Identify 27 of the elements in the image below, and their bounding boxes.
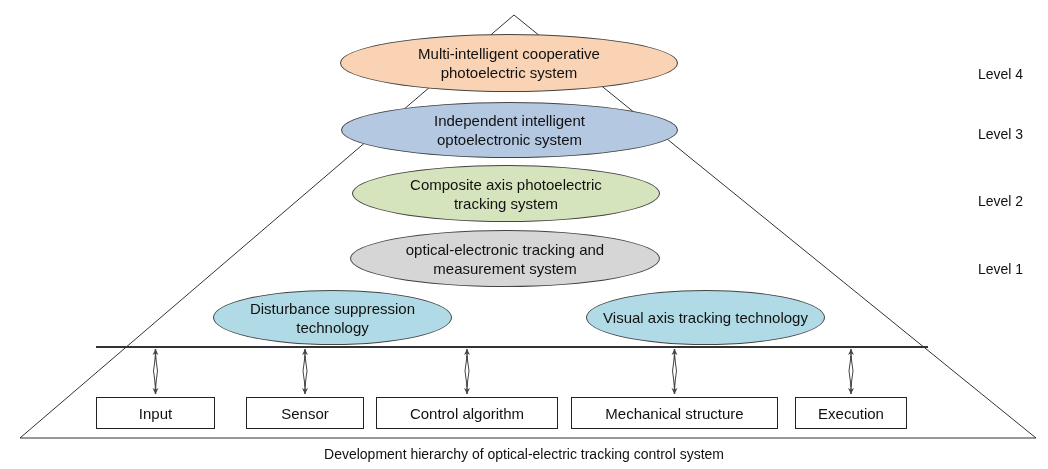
double-arrow <box>848 348 854 395</box>
node-label: Control algorithm <box>409 403 525 423</box>
node-label: Input <box>138 403 173 423</box>
double-arrow <box>152 348 159 395</box>
node-label: optical-electronic tracking and measurement system <box>404 239 606 278</box>
component-box <box>96 397 215 429</box>
level-label: Level 2 <box>978 192 1024 211</box>
component-box <box>795 397 907 429</box>
component-box <box>246 397 364 429</box>
level-label: Level 4 <box>978 65 1024 84</box>
node-label: Disturbance suppression technology <box>248 298 417 337</box>
node-label: Independent intelligent optoelectronic system <box>433 111 586 149</box>
level-label: Level 3 <box>978 125 1024 144</box>
level-label: Level 1 <box>978 260 1024 279</box>
node-label: Execution <box>818 403 884 423</box>
caption: Development hierarchy of optical-electric tracking control system <box>323 445 725 464</box>
component-box <box>376 397 558 429</box>
divider-bar <box>96 346 928 348</box>
double-arrow <box>464 348 470 395</box>
node-label: Visual axis tracking technology <box>603 308 808 327</box>
node-label: Multi-intelligent cooperative photoelectric system <box>417 44 601 82</box>
node-label: Mechanical structure <box>605 403 744 423</box>
double-arrow <box>302 348 308 395</box>
node-label: Sensor <box>281 403 329 423</box>
double-arrow <box>671 348 678 395</box>
component-box <box>571 397 778 429</box>
node-label: Composite axis photoelectric tracking system <box>409 174 603 213</box>
